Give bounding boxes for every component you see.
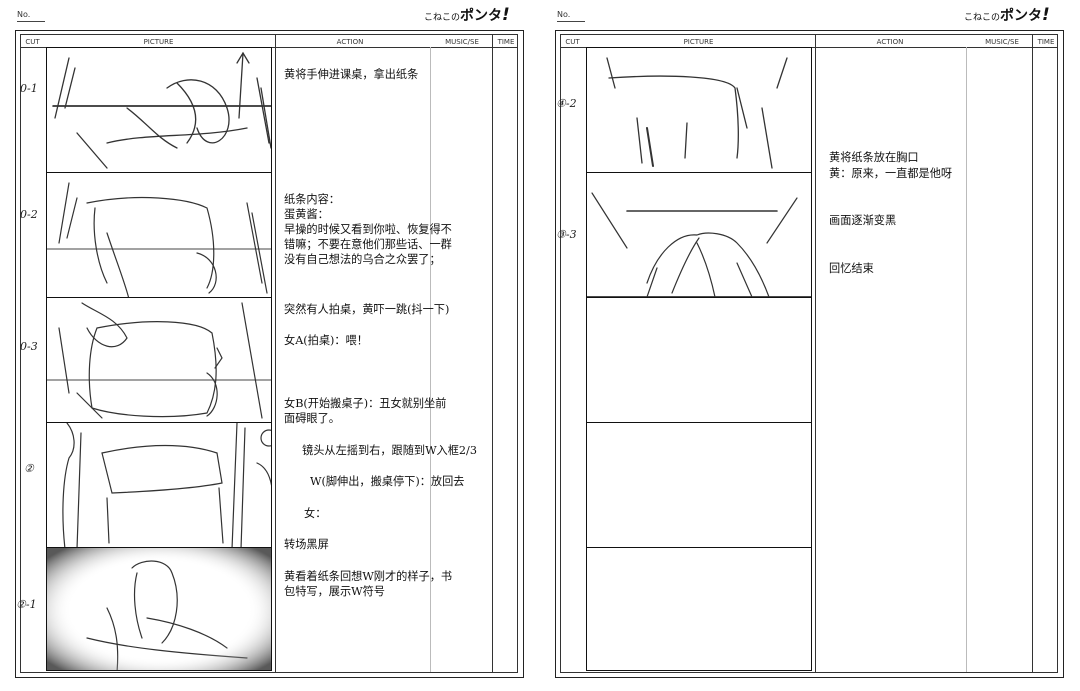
logo: こねこのポンタ! bbox=[964, 5, 1050, 25]
bottom-line bbox=[560, 672, 1057, 673]
storyboard-panel bbox=[46, 297, 272, 423]
action-text: 女： bbox=[304, 507, 327, 520]
number-field-line bbox=[17, 21, 45, 22]
col-divider bbox=[1057, 34, 1058, 673]
col-header-music: MUSIC/SE bbox=[445, 38, 479, 46]
sheet-frame bbox=[555, 30, 1064, 678]
action-text: 黄看着纸条回想W刚才的样子，书 bbox=[284, 570, 453, 583]
panel-sketch bbox=[52, 51, 271, 169]
col-header-picture: PICTURE bbox=[143, 38, 174, 46]
action-text: 错嘛；不要在意他们那些话、一群 bbox=[284, 238, 452, 251]
cut-number: ③-3 bbox=[556, 228, 577, 241]
storyboard-panel bbox=[586, 422, 812, 548]
cut-number: ② bbox=[24, 462, 34, 475]
col-header-cut: CUT bbox=[565, 38, 580, 46]
panel-sketch bbox=[47, 302, 271, 419]
storyboard-panel bbox=[586, 297, 812, 423]
number-label: No. bbox=[17, 10, 31, 19]
storyboard-panel bbox=[46, 172, 272, 298]
col-divider bbox=[815, 34, 816, 673]
action-text: 纸条内容： bbox=[284, 193, 340, 206]
action-text: 女A(拍桌)：喂！ bbox=[284, 334, 368, 347]
sheet-frame bbox=[15, 30, 524, 678]
action-text: 黄将纸条放在胸口 bbox=[829, 151, 919, 164]
header-top-line bbox=[560, 34, 1057, 35]
cut-number: ④-2 bbox=[556, 97, 577, 110]
logo: こねこのポンタ! bbox=[424, 5, 510, 25]
action-text: W(脚伸出，搬桌停下)：放回去 bbox=[310, 475, 465, 488]
storyboard-panel bbox=[586, 547, 812, 671]
col-divider bbox=[560, 34, 561, 673]
action-text: 黄将手伸进课桌，拿出纸条 bbox=[284, 68, 419, 81]
col-divider bbox=[275, 34, 276, 673]
col-header-time: TIME bbox=[497, 38, 515, 46]
col-divider bbox=[20, 34, 21, 673]
panel-sketch bbox=[47, 548, 271, 670]
col-header-time: TIME bbox=[1037, 38, 1055, 46]
action-text: 回忆结束 bbox=[829, 262, 874, 275]
action-text: 蛋黄酱： bbox=[284, 208, 329, 221]
action-text: 包特写，展示W符号 bbox=[284, 585, 385, 598]
col-divider bbox=[517, 34, 518, 673]
panel-sketch bbox=[47, 182, 271, 297]
action-text: 面碍眼了。 bbox=[284, 412, 340, 425]
col-divider bbox=[430, 47, 431, 673]
number-field-line bbox=[557, 21, 585, 22]
col-header-action: ACTION bbox=[336, 38, 364, 46]
action-text: 突然有人拍桌，黄吓一跳(抖一下) bbox=[284, 303, 450, 316]
col-divider bbox=[1032, 34, 1033, 673]
col-header-cut: CUT bbox=[25, 38, 40, 46]
col-header-action: ACTION bbox=[876, 38, 904, 46]
cut-number: ②-1 bbox=[16, 598, 37, 611]
storyboard-panel bbox=[46, 47, 272, 173]
storyboard-panel bbox=[46, 547, 272, 671]
col-header-picture: PICTURE bbox=[683, 38, 714, 46]
cut-number: 0-2 bbox=[20, 208, 38, 221]
action-text: 早操的时候又看到你啦、恢复得不 bbox=[284, 223, 452, 236]
panel-sketch bbox=[62, 423, 271, 547]
panel-sketch bbox=[606, 57, 788, 169]
storyboard-panel bbox=[46, 422, 272, 548]
number-label: No. bbox=[557, 10, 571, 19]
col-divider bbox=[492, 34, 493, 673]
col-header-music: MUSIC/SE bbox=[985, 38, 1019, 46]
panel-sketch bbox=[587, 192, 811, 297]
col-divider bbox=[966, 47, 967, 673]
action-text: 没有自己想法的乌合之众罢了； bbox=[284, 253, 441, 266]
header-top-line bbox=[20, 34, 517, 35]
action-text: 黄：原来，一直都是他呀 bbox=[829, 167, 953, 180]
action-text: 画面逐渐变黑 bbox=[829, 214, 897, 227]
action-text: 女B(开始搬桌子)：丑女就别坐前 bbox=[284, 397, 447, 410]
cut-number: 0-1 bbox=[20, 82, 38, 95]
storyboard-sheet-right: No. こねこのポンタ! CUT PICTURE ACTION MUSIC/SE… bbox=[540, 0, 1080, 691]
action-text: 镜头从左摇到右，跟随到W入框2/3 bbox=[302, 444, 477, 457]
action-text: 转场黑屏 bbox=[284, 538, 329, 551]
storyboard-sheet-left: No. こねこのポンタ! CUT PICTURE ACTION MUSIC/SE… bbox=[15, 5, 524, 678]
storyboard-panel bbox=[586, 47, 812, 173]
bottom-line bbox=[20, 672, 517, 673]
storyboard-panel bbox=[586, 172, 812, 298]
cut-number: 0-3 bbox=[20, 340, 38, 353]
